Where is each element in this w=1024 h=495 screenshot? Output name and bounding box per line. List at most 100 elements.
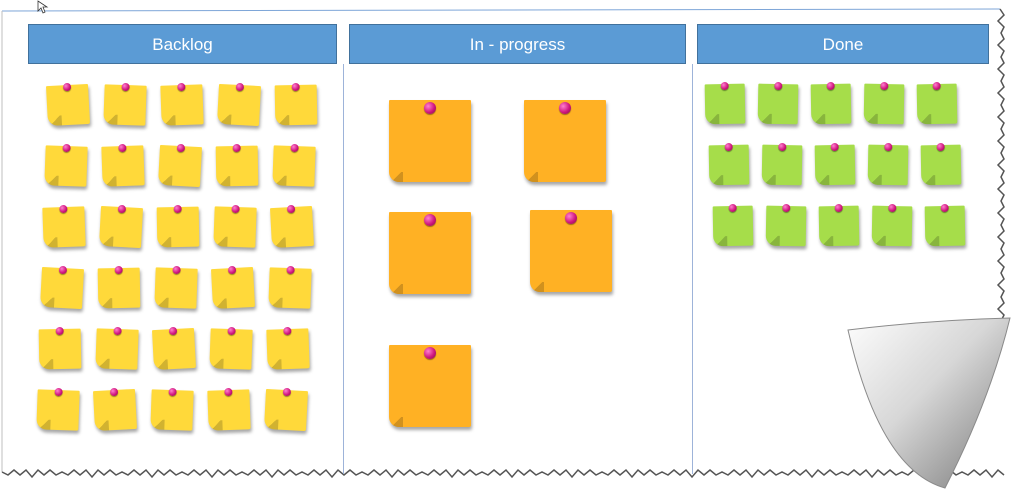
sticky-note-backlog[interactable] [156, 204, 200, 248]
pushpin-icon [830, 142, 839, 152]
sticky-note-done[interactable] [924, 203, 966, 247]
pushpin-icon [113, 326, 122, 336]
sticky-note-done[interactable] [920, 142, 962, 186]
sticky-note-backlog[interactable] [272, 143, 316, 187]
sticky-note-done[interactable] [712, 203, 754, 247]
pushpin-icon [231, 204, 240, 214]
pushpin-icon [424, 214, 436, 226]
sticky-note-backlog[interactable] [101, 143, 145, 187]
sticky-note-backlog[interactable] [269, 204, 315, 249]
sticky-note-in-progress[interactable] [389, 345, 471, 427]
sticky-note-backlog[interactable] [213, 204, 257, 248]
pushpin-icon [720, 81, 729, 91]
sticky-note-done[interactable] [761, 142, 803, 186]
pushpin-icon [290, 143, 299, 153]
sticky-note-done[interactable] [916, 81, 958, 125]
pushpin-icon [282, 387, 292, 397]
pushpin-icon [176, 143, 186, 153]
pushpin-icon [62, 82, 72, 92]
sticky-note-backlog[interactable] [98, 204, 144, 249]
sticky-note-in-progress[interactable] [524, 100, 606, 182]
sticky-note-in-progress[interactable] [389, 212, 471, 294]
pushpin-icon [782, 203, 791, 213]
pushpin-icon [227, 326, 236, 336]
pushpin-icon [224, 387, 233, 397]
sticky-note-backlog[interactable] [154, 265, 198, 309]
pushpin-icon [114, 265, 123, 275]
sticky-note-backlog[interactable] [36, 387, 80, 431]
sticky-note-backlog[interactable] [44, 143, 88, 187]
sticky-note-backlog[interactable] [39, 265, 85, 310]
sticky-note-backlog[interactable] [263, 387, 309, 432]
sticky-note-backlog[interactable] [97, 265, 141, 309]
sticky-note-backlog[interactable] [210, 265, 256, 310]
page-curl-icon [847, 317, 1011, 489]
pushpin-icon [235, 82, 245, 92]
sticky-note-backlog[interactable] [268, 265, 312, 309]
sticky-note-backlog[interactable] [207, 387, 251, 431]
sticky-note-backlog[interactable] [157, 143, 203, 188]
sticky-note-done[interactable] [765, 203, 807, 247]
pushpin-icon [168, 387, 177, 397]
sticky-note-done[interactable] [863, 81, 905, 125]
pushpin-icon [424, 347, 436, 359]
sticky-note-done[interactable] [757, 81, 799, 125]
sticky-note-in-progress[interactable] [389, 100, 471, 182]
pushpin-icon [888, 203, 897, 213]
sticky-note-backlog[interactable] [150, 387, 194, 431]
pushpin-icon [117, 204, 127, 214]
sticky-note-backlog[interactable] [95, 326, 139, 370]
pushpin-icon [826, 81, 835, 91]
pushpin-icon [291, 82, 300, 92]
column-header-done[interactable]: Done [697, 24, 989, 64]
pushpin-icon [559, 102, 571, 114]
sticky-note-backlog[interactable] [103, 82, 147, 126]
pushpin-icon [283, 326, 292, 336]
pushpin-icon [940, 203, 949, 213]
pushpin-icon [834, 203, 843, 213]
sticky-note-backlog[interactable] [151, 326, 197, 371]
pushpin-icon [778, 142, 787, 152]
pushpin-icon [724, 142, 733, 152]
sticky-note-done[interactable] [814, 142, 856, 186]
sticky-note-backlog[interactable] [274, 82, 318, 126]
pushpin-icon [880, 81, 889, 91]
pushpin-icon [59, 204, 68, 214]
sticky-note-backlog[interactable] [38, 326, 82, 370]
sticky-note-done[interactable] [708, 142, 750, 186]
pushpin-icon [118, 143, 127, 153]
pushpin-icon [884, 142, 893, 152]
column-header-in-progress[interactable]: In - progress [349, 24, 686, 64]
pushpin-icon [177, 82, 186, 92]
sticky-note-backlog[interactable] [42, 204, 86, 248]
pushpin-icon [55, 326, 64, 336]
pushpin-icon [286, 204, 296, 214]
sticky-note-backlog[interactable] [215, 143, 259, 187]
pushpin-icon [172, 265, 181, 275]
sticky-note-done[interactable] [867, 142, 909, 186]
sticky-note-in-progress[interactable] [530, 210, 612, 292]
pushpin-icon [173, 204, 182, 214]
column-divider [692, 64, 693, 474]
pushpin-icon [227, 265, 237, 275]
sticky-note-backlog[interactable] [266, 326, 310, 370]
sticky-note-backlog[interactable] [216, 82, 262, 127]
pushpin-icon [58, 265, 68, 275]
pushpin-icon [109, 387, 119, 397]
sticky-note-done[interactable] [871, 203, 913, 247]
sticky-note-done[interactable] [818, 203, 860, 247]
pushpin-icon [121, 82, 130, 92]
sticky-note-backlog[interactable] [209, 326, 253, 370]
pushpin-icon [286, 265, 295, 275]
pushpin-icon [728, 203, 737, 213]
mouse-cursor-icon [37, 0, 49, 14]
column-header-backlog[interactable]: Backlog [28, 24, 337, 64]
sticky-note-backlog[interactable] [160, 82, 204, 126]
pushpin-icon [232, 143, 241, 153]
pushpin-icon [424, 102, 436, 114]
pushpin-icon [168, 326, 178, 336]
sticky-note-backlog[interactable] [92, 387, 138, 432]
sticky-note-done[interactable] [704, 81, 746, 125]
sticky-note-backlog[interactable] [45, 82, 91, 127]
sticky-note-done[interactable] [810, 81, 852, 125]
